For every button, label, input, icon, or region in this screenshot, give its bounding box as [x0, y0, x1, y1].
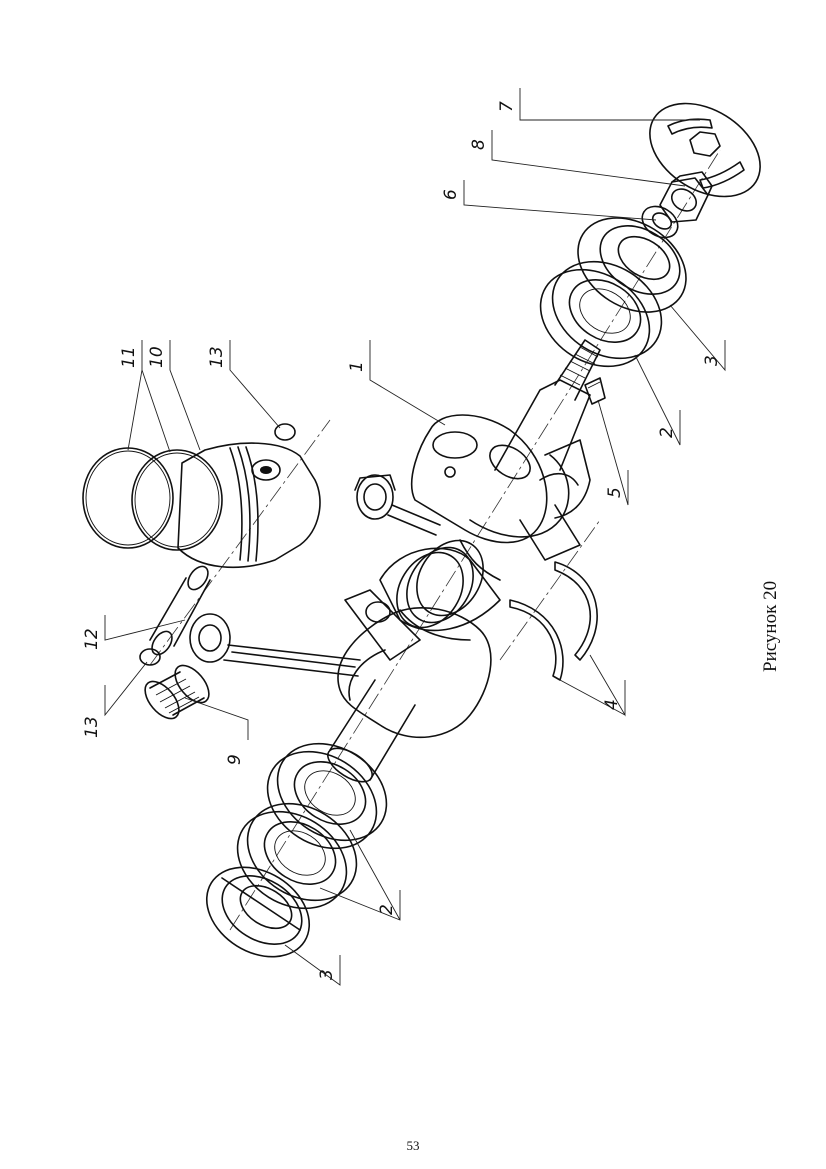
callout-5: 5 [605, 487, 625, 498]
callout-11: 11 [119, 346, 139, 368]
left-bearing-inner [266, 742, 388, 850]
callout-1: 1 [347, 361, 367, 372]
callout-6: 6 [441, 189, 461, 200]
callout-7: 7 [497, 101, 517, 112]
callout-labels: 7 8 6 11 10 13 1 12 13 9 5 2 3 4 2 3 [82, 101, 722, 980]
callout-3-left: 3 [317, 969, 337, 980]
magneto-plate [649, 102, 761, 198]
callout-12: 12 [82, 628, 102, 650]
left-shaft-journal [327, 679, 416, 783]
left-bearing-outer [236, 802, 358, 910]
needle-bearing [144, 664, 210, 720]
crankshaft [337, 414, 591, 739]
woodruff-key [584, 377, 606, 405]
piston-pin [149, 565, 211, 656]
right-shaft-seal [577, 217, 687, 313]
callout-13-upper: 13 [207, 346, 227, 368]
piston-pin-circlip-right [274, 423, 296, 441]
crankshaft-axis [229, 149, 721, 931]
piston-axis [149, 419, 331, 666]
callout-4: 4 [602, 699, 622, 710]
figure-caption: Рисунок 20 [760, 581, 781, 672]
piston-pin-circlip-left [139, 648, 161, 666]
callout-8: 8 [469, 139, 489, 150]
page-number: 53 [406, 1138, 420, 1153]
leader-lines [104, 88, 726, 986]
right-shaft [489, 339, 601, 480]
callout-2-right: 2 [657, 427, 677, 438]
left-shaft-seal [205, 866, 311, 958]
thrust-half-rings [509, 561, 598, 681]
piston-rings [82, 447, 223, 551]
right-bearing [539, 260, 663, 368]
washer [641, 205, 679, 239]
callout-10: 10 [147, 346, 167, 368]
callout-2-left: 2 [377, 904, 397, 915]
callout-9: 9 [225, 754, 245, 765]
callout-13-lower: 13 [82, 716, 102, 738]
callout-3-right: 3 [702, 355, 722, 366]
connecting-rod [189, 613, 361, 677]
small-conrod [354, 474, 441, 536]
piston [177, 442, 321, 569]
